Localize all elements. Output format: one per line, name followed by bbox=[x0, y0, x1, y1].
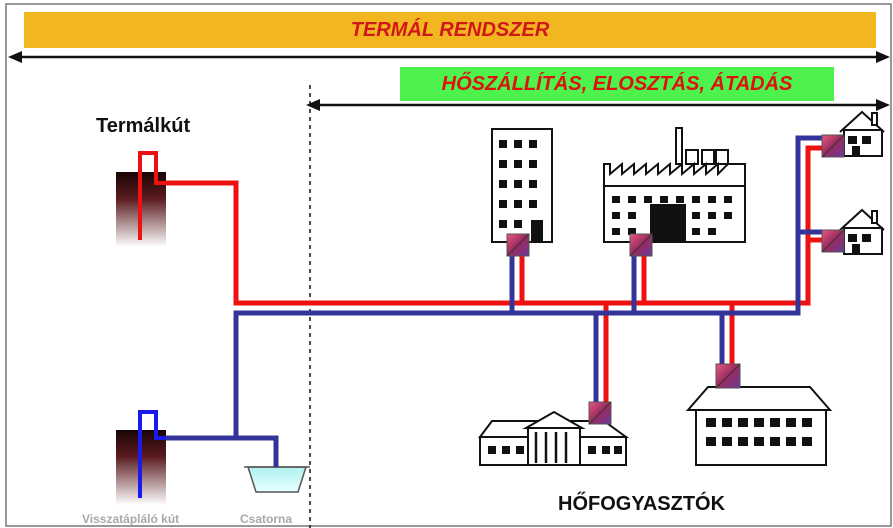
system-span-arrow bbox=[8, 51, 890, 63]
heat-exchanger-icon bbox=[821, 134, 845, 158]
thermal-well-label: Termálkút bbox=[96, 115, 191, 137]
return-well-icon bbox=[116, 410, 170, 505]
distribution-title: HŐSZÁLLÍTÁS, ELOSZTÁS, ÁTADÁS bbox=[441, 73, 793, 95]
office-building-icon bbox=[491, 128, 553, 243]
school-building-icon bbox=[685, 386, 833, 466]
thermal-well-icon bbox=[116, 151, 170, 247]
factory-icon bbox=[603, 127, 746, 243]
heat-consumers-label: HŐFOGYASZTÓK bbox=[558, 493, 726, 515]
house-icon bbox=[839, 208, 885, 255]
return-pipe-network bbox=[166, 135, 826, 467]
distribution-title-box bbox=[400, 67, 834, 101]
heat-exchanger-icon bbox=[506, 233, 530, 257]
system-title-bar bbox=[24, 12, 876, 48]
heat-exchanger-icon bbox=[629, 233, 653, 257]
return-well-label: Visszatápláló kút bbox=[82, 512, 180, 526]
house-icon bbox=[839, 110, 885, 157]
diagram-frame bbox=[5, 3, 892, 527]
heat-exchanger-icon bbox=[715, 363, 741, 389]
heat-exchanger-icon bbox=[588, 401, 612, 425]
system-title: TERMÁL RENDSZER bbox=[350, 19, 550, 41]
distribution-span-arrow bbox=[306, 99, 890, 111]
canal-basin-icon bbox=[244, 466, 310, 493]
heat-exchanger-icon bbox=[821, 229, 845, 253]
public-building-icon bbox=[478, 410, 630, 466]
canal-label: Csatorna bbox=[240, 512, 293, 526]
